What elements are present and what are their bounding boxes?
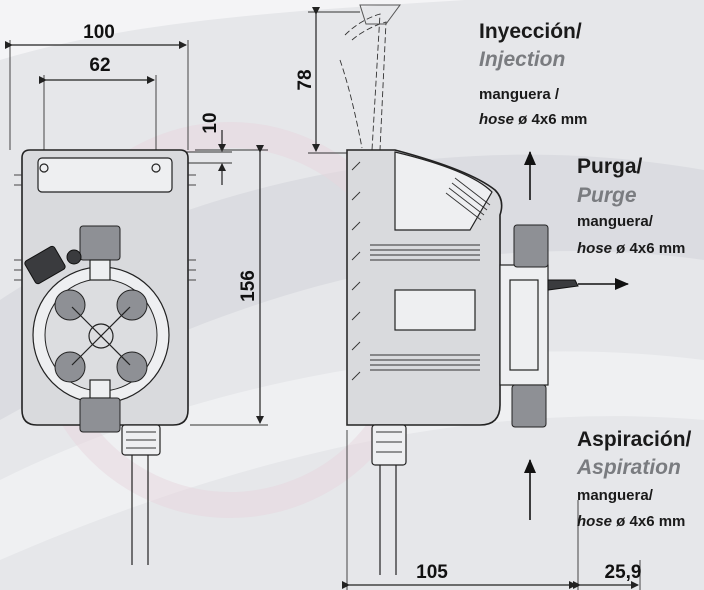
front-bottom-valve [79,397,121,433]
front-top-valve [79,225,121,261]
purge-label-es: Purga/ [577,155,643,178]
purge-label-group: Purga/ Purge manguera/ hose ø 4x6 mm [577,155,685,257]
side-top-valve [513,224,549,268]
dimension-25-9-label: 25,9 [605,562,642,583]
dimension-100-label: 100 [83,22,115,43]
aspiration-hose-en: hose [577,513,612,530]
injection-hose-en: hose [479,111,514,128]
injection-hose-size: ø 4x6 mm [514,111,587,128]
injection-hose-es: manguera / [479,86,560,103]
front-cable [131,455,149,565]
dimension-105-label: 105 [416,562,448,583]
purge-hose-spec: hose ø 4x6 mm [577,240,685,257]
dimension-156-label: 156 [238,270,259,302]
injection-label-en: Injection [479,48,565,71]
front-purge-knob [24,245,66,285]
front-view: 100 62 10 156 [5,22,268,565]
side-bottom-valve [511,384,547,428]
dimension-10-label: 10 [200,112,221,133]
aspiration-hose-es: manguera/ [577,487,654,504]
purge-label-en: Purge [577,184,637,207]
purge-hose-size: ø 4x6 mm [612,240,685,257]
aspiration-hose-spec: hose ø 4x6 mm [577,513,685,530]
side-label-panel [394,289,476,331]
injection-label-group: Inyección/ Injection manguera / hose ø 4… [479,20,587,128]
side-view: 78 [295,4,642,590]
purge-hose-es: manguera/ [577,213,654,230]
aspiration-label-group: Aspiración/ Aspiration manguera/ hose ø … [576,428,692,530]
injection-hose-spec: hose ø 4x6 mm [479,111,587,128]
injection-label-es: Inyección/ [479,20,582,43]
dimension-62-label: 62 [89,55,110,76]
side-purge-nozzle [547,279,579,291]
dimension-78-label: 78 [295,69,316,90]
aspiration-label-en: Aspiration [576,456,681,479]
side-cable [379,465,397,575]
purge-hose-en: hose [577,240,612,257]
aspiration-hose-size: ø 4x6 mm [612,513,685,530]
aspiration-label-es: Aspiración/ [577,428,692,451]
